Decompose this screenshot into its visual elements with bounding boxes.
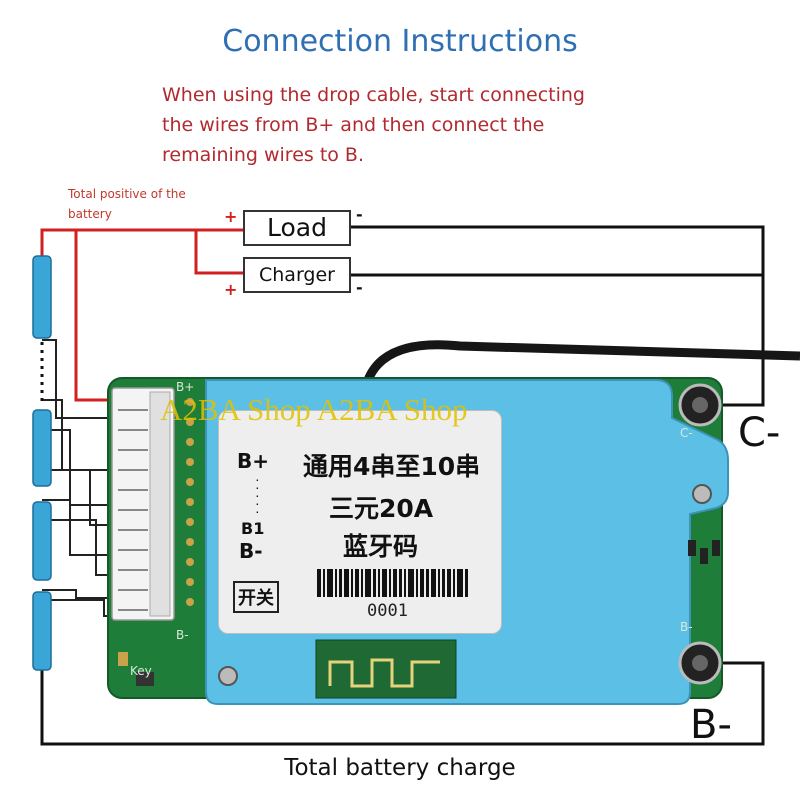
instruction-line-3: remaining wires to B. — [162, 144, 365, 166]
sticker-switch-label: 开关 — [233, 581, 279, 613]
positive-wires — [40, 228, 243, 402]
instruction-line-1: When using the drop cable, start connect… — [162, 84, 585, 106]
negative-wires — [40, 225, 765, 746]
sticker-b-plus: B+ — [237, 449, 270, 473]
battery-positive-line-2: battery — [68, 207, 112, 221]
load-plus-sign: + — [224, 207, 238, 226]
total-battery-charge-label: Total battery charge — [284, 755, 516, 781]
watermark: A2BA Shop A2BA Shop — [160, 392, 468, 427]
barcode-icon — [317, 569, 477, 597]
mounting-screw — [218, 484, 712, 686]
charger-plus-sign: + — [224, 280, 238, 299]
battery-positive-line-1: Total positive of the — [68, 187, 186, 201]
battery-cell-icon — [32, 591, 52, 671]
battery-cell-icon — [32, 501, 52, 581]
sticker-spec-line-3: 蓝牙码 — [343, 532, 419, 561]
sticker-spec-line-2: 三元20A — [329, 494, 434, 523]
balance-connector-icon — [111, 387, 175, 621]
sticker-dots: ····· — [255, 471, 260, 519]
pcb-c-minus-label: C- — [680, 426, 693, 440]
balance-wires — [42, 339, 114, 617]
bluetooth-antenna-icon — [315, 639, 457, 699]
sticker-spec-line-1: 通用4串至10串 — [303, 452, 481, 481]
sticker-b1: B1 — [241, 519, 265, 538]
load-box: Load — [243, 210, 351, 246]
charger-minus-sign: - — [356, 278, 363, 297]
screw-terminal-icon — [678, 383, 722, 427]
battery-cell-icon — [32, 409, 52, 487]
sticker-b-minus: B- — [239, 539, 263, 563]
pcb-b-minus-right-label: B- — [680, 620, 693, 634]
sticker-code: 0001 — [367, 601, 408, 621]
smd-components — [118, 540, 720, 686]
battery-cell-icon — [32, 255, 52, 339]
battery-positive-label: Total positive of the battery — [68, 184, 218, 224]
instruction-line-2: the wires from B+ and then connect the — [162, 114, 545, 136]
battery-cells — [32, 255, 52, 671]
diagram-title: Connection Instructions — [222, 24, 578, 59]
load-minus-sign: - — [356, 205, 363, 224]
balance-pads — [186, 398, 194, 606]
charger-box: Charger — [243, 257, 351, 293]
pcb-b-minus-left-label: B- — [176, 628, 189, 642]
b-minus-terminal-label: B- — [690, 702, 732, 748]
instructions-text: When using the drop cable, start connect… — [162, 80, 622, 170]
bms-sticker: B+ ····· B1 B- 通用4串至10串 三元20A 蓝牙码 开关 000… — [218, 410, 502, 634]
c-minus-terminal-label: C- — [738, 410, 781, 456]
sensor-cable — [363, 340, 800, 382]
screw-terminal-icon — [678, 641, 722, 685]
pcb-key-label: Key — [130, 664, 152, 678]
pcb-b-plus-label: B+ — [176, 380, 195, 394]
